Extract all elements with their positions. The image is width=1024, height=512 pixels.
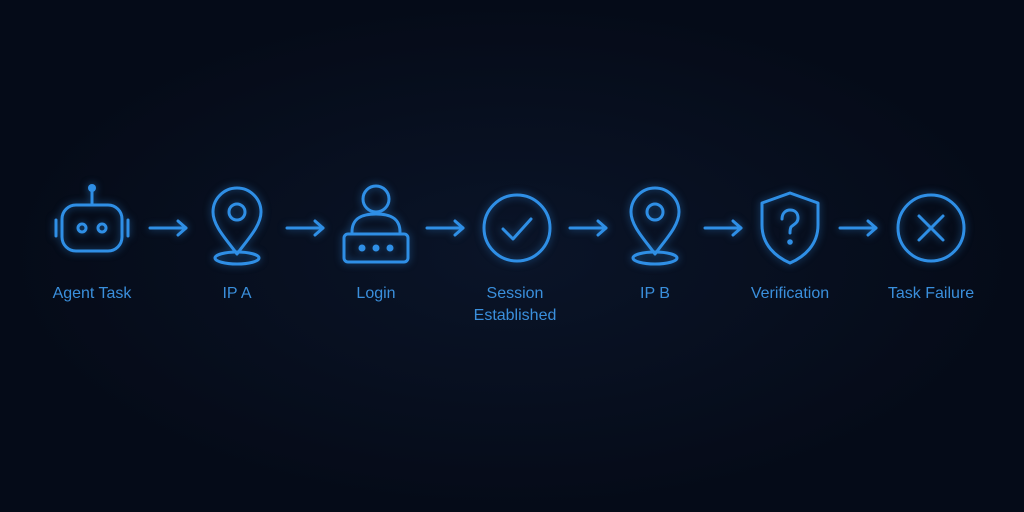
step-label-session-established: Session Established: [445, 283, 585, 327]
step-label-verification: Verification: [750, 285, 830, 302]
step-label-agent-task: Agent Task: [52, 285, 132, 302]
arrow-right-icon: [838, 219, 878, 237]
login-user-icon: [342, 184, 410, 264]
location-pin-icon: [211, 186, 263, 266]
step-label-task-failure: Task Failure: [887, 285, 975, 302]
arrow-right-icon: [285, 219, 325, 237]
arrow-right-icon: [425, 219, 465, 237]
shield-question-icon: [760, 191, 820, 265]
step-label-session-line-2: Established: [473, 307, 557, 324]
robot-icon: [54, 184, 130, 253]
checkmark-circle-icon: [482, 193, 552, 263]
step-label-ip-a: IP A: [222, 285, 252, 302]
arrow-right-icon: [568, 219, 608, 237]
step-label-session-line-1: Session: [486, 285, 544, 302]
step-label-ip-b: IP B: [640, 285, 670, 302]
arrow-right-icon: [703, 219, 743, 237]
location-pin-icon: [629, 186, 681, 266]
arrow-right-icon: [148, 219, 188, 237]
x-circle-icon: [896, 193, 966, 263]
step-label-login: Login: [356, 285, 396, 302]
